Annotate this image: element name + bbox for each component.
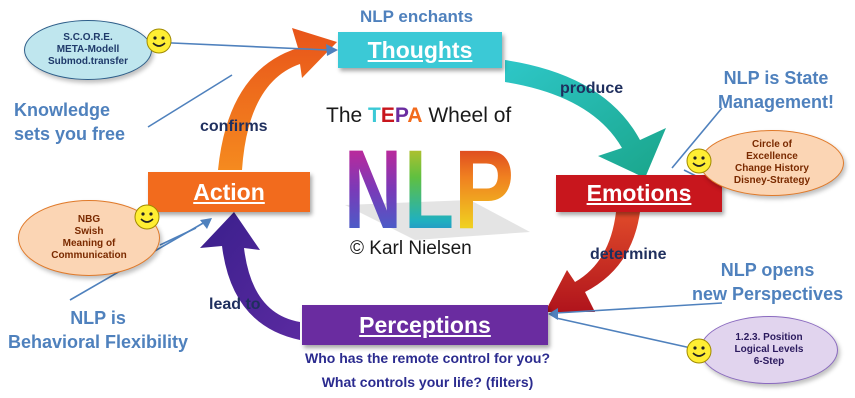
smiley-icon xyxy=(686,338,712,364)
remote-filters: What controls your life? (filters) xyxy=(321,374,534,390)
verb-produce: produce xyxy=(560,80,624,97)
smiley-icon xyxy=(146,28,172,54)
verb-determine: determine xyxy=(590,246,667,263)
nlp-letter-l: L xyxy=(404,127,454,236)
verb-lead-to: lead to xyxy=(209,296,261,313)
stage-action: Action xyxy=(148,172,310,212)
arrow-lead-to xyxy=(200,212,300,340)
nlp-letter-p: P xyxy=(454,127,514,236)
title-letter-p: P xyxy=(394,104,408,127)
title-letter-a: A xyxy=(407,104,423,127)
stage-perceptions: Perceptions xyxy=(302,305,548,345)
copyright: © Karl Nielsen xyxy=(350,238,472,259)
title-letter-e: E xyxy=(380,104,395,127)
stage-emotions: Emotions xyxy=(556,175,722,212)
note-enchants: NLP enchants xyxy=(360,7,474,26)
arrow-determine xyxy=(545,212,640,312)
arrow-produce xyxy=(505,60,666,178)
title-letter-t: T xyxy=(368,104,381,127)
smiley-icon xyxy=(686,148,712,174)
arrow-confirms xyxy=(218,28,337,170)
smiley-icon xyxy=(134,204,160,230)
center-title: The TEPA Wheel of xyxy=(326,104,512,127)
verb-confirms: confirms xyxy=(200,118,268,135)
stage-thoughts: Thoughts xyxy=(338,32,502,68)
remote-question: Who has the remote control for you? xyxy=(304,350,550,366)
nlp-letter-n: N xyxy=(344,127,402,236)
nlp-logo: N L P xyxy=(344,127,514,236)
